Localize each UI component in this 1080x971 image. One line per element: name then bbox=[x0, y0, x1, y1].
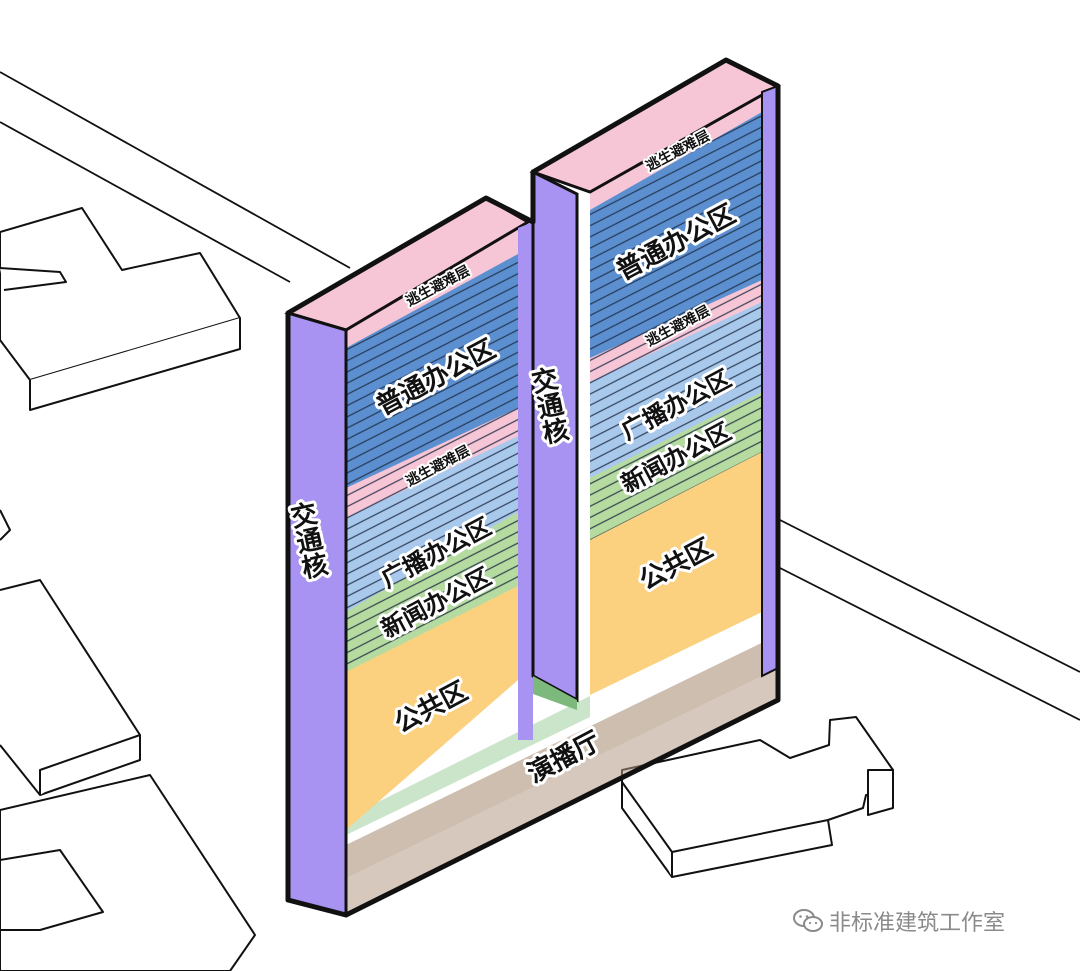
context-building-left-middle bbox=[0, 509, 141, 796]
right-tower bbox=[529, 58, 782, 695]
context-building-left-top bbox=[0, 207, 241, 411]
watermark: 非标准建筑工作室 bbox=[793, 905, 1005, 937]
context-site bbox=[0, 71, 1080, 971]
context-building-left-bottom bbox=[0, 774, 256, 971]
building-outline bbox=[285, 57, 781, 918]
context-building-right-small bbox=[621, 716, 894, 878]
street-lines bbox=[0, 71, 1080, 721]
central-core bbox=[531, 169, 579, 710]
wechat-icon bbox=[793, 909, 823, 932]
watermark-text: 非标准建筑工作室 bbox=[829, 911, 1006, 936]
left-core-column bbox=[286, 310, 348, 917]
left-tower bbox=[284, 196, 533, 917]
